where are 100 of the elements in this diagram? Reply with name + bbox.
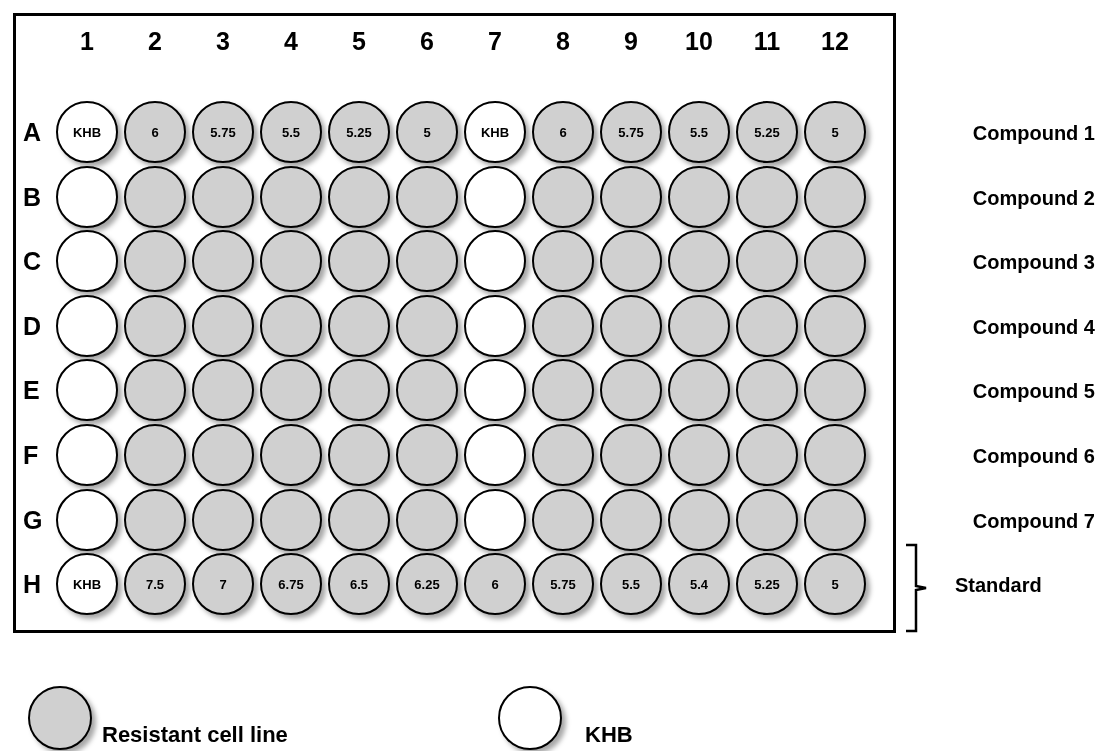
well: 5.75 <box>192 101 254 163</box>
well <box>464 294 526 357</box>
well <box>328 230 390 293</box>
well <box>668 294 730 357</box>
well: KHB <box>464 101 526 163</box>
well: 6.5 <box>328 553 390 616</box>
column-number: 9 <box>624 27 638 56</box>
well: 5.25 <box>736 101 798 163</box>
well: 6 <box>464 553 526 616</box>
well <box>328 359 390 422</box>
well <box>192 294 254 357</box>
well <box>736 294 798 357</box>
row-letter: B <box>23 182 42 212</box>
row-label: Compound 5 <box>972 379 1095 403</box>
well: 5.5 <box>600 553 662 616</box>
well <box>736 424 798 486</box>
column-number: 8 <box>556 27 570 56</box>
row-label: Compound 4 <box>972 315 1095 339</box>
well <box>532 424 594 486</box>
well <box>736 230 798 293</box>
well <box>56 294 118 357</box>
well <box>328 488 390 551</box>
well <box>328 424 390 486</box>
row-letter: G <box>23 505 43 535</box>
well <box>192 359 254 422</box>
row-letter: A <box>23 117 42 147</box>
well <box>532 230 594 293</box>
column-number: 12 <box>821 27 849 56</box>
well: 5.5 <box>668 101 730 163</box>
well <box>260 488 322 551</box>
well <box>668 230 730 293</box>
row-label: Compound 1 <box>972 121 1095 145</box>
well <box>736 488 798 551</box>
row-label: Compound 7 <box>972 509 1095 533</box>
well <box>532 488 594 551</box>
well <box>804 294 866 357</box>
row-label: Compound 2 <box>972 186 1095 210</box>
column-number: 4 <box>284 27 298 56</box>
well <box>260 359 322 422</box>
well: 7.5 <box>124 553 186 616</box>
well <box>464 230 526 293</box>
well <box>260 230 322 293</box>
well <box>192 488 254 551</box>
well: 7 <box>192 553 254 616</box>
plate-outline <box>13 13 896 633</box>
row-letter: D <box>23 311 42 341</box>
well <box>396 424 458 486</box>
column-number: 3 <box>216 27 230 56</box>
well <box>192 230 254 293</box>
column-number: 7 <box>488 27 502 56</box>
row-letter: E <box>23 375 40 405</box>
well <box>804 230 866 293</box>
column-number: 10 <box>685 27 713 56</box>
well <box>56 230 118 293</box>
well <box>600 230 662 293</box>
well <box>260 165 322 228</box>
well <box>396 165 458 228</box>
column-number: 5 <box>352 27 366 56</box>
well <box>736 359 798 422</box>
well <box>600 488 662 551</box>
well <box>668 359 730 422</box>
well <box>464 488 526 551</box>
well <box>600 424 662 486</box>
row-letter: C <box>23 246 42 276</box>
well <box>804 488 866 551</box>
well <box>668 424 730 486</box>
well: 5.25 <box>736 553 798 616</box>
well <box>328 294 390 357</box>
well: 5.25 <box>328 101 390 163</box>
well <box>804 359 866 422</box>
well: 5 <box>396 101 458 163</box>
well: 5.5 <box>260 101 322 163</box>
well <box>736 165 798 228</box>
well <box>396 488 458 551</box>
well: 5.75 <box>532 553 594 616</box>
well <box>260 424 322 486</box>
well <box>532 294 594 357</box>
well <box>532 165 594 228</box>
well <box>192 424 254 486</box>
well: 5.4 <box>668 553 730 616</box>
well <box>56 424 118 486</box>
well <box>124 294 186 357</box>
well: 6 <box>124 101 186 163</box>
well <box>56 165 118 228</box>
well <box>192 165 254 228</box>
legend-label: Resistant cell line <box>102 722 288 748</box>
column-number: 6 <box>420 27 434 56</box>
well <box>600 294 662 357</box>
well: 5.75 <box>600 101 662 163</box>
well <box>396 359 458 422</box>
well <box>56 359 118 422</box>
well <box>124 424 186 486</box>
row-letter: H <box>23 569 42 599</box>
well: 5 <box>804 101 866 163</box>
well <box>328 165 390 228</box>
well: 6.75 <box>260 553 322 616</box>
well <box>464 424 526 486</box>
column-number: 2 <box>148 27 162 56</box>
well <box>124 359 186 422</box>
well <box>804 424 866 486</box>
